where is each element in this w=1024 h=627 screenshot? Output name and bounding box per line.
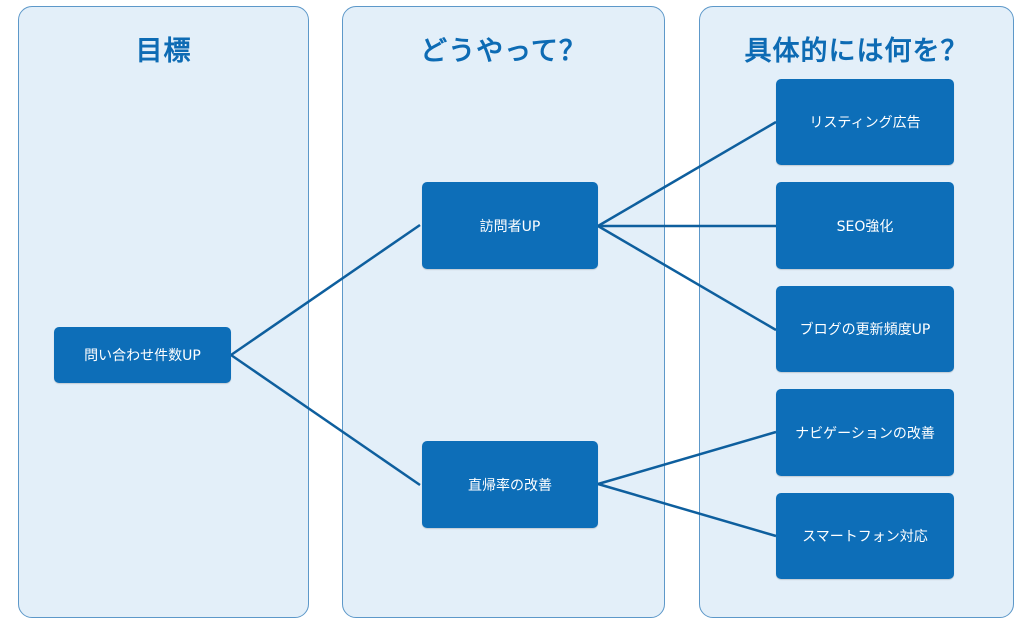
column-goal-title: 目標: [135, 36, 192, 67]
column-goal: 目標: [18, 6, 309, 618]
column-what-title: 具体的には何を？: [744, 36, 969, 67]
node-goal[interactable]: 問い合わせ件数UP: [54, 327, 231, 383]
node-navigation[interactable]: ナビゲーションの改善: [776, 389, 954, 476]
node-blog[interactable]: ブログの更新頻度UP: [776, 286, 954, 372]
node-seo[interactable]: SEO強化: [776, 182, 954, 269]
node-visitors[interactable]: 訪問者UP: [422, 182, 598, 269]
column-how-title: どうやって？: [420, 36, 587, 67]
node-listing[interactable]: リスティング広告: [776, 79, 954, 165]
node-smartphone[interactable]: スマートフォン対応: [776, 493, 954, 579]
node-bounce[interactable]: 直帰率の改善: [422, 441, 598, 528]
